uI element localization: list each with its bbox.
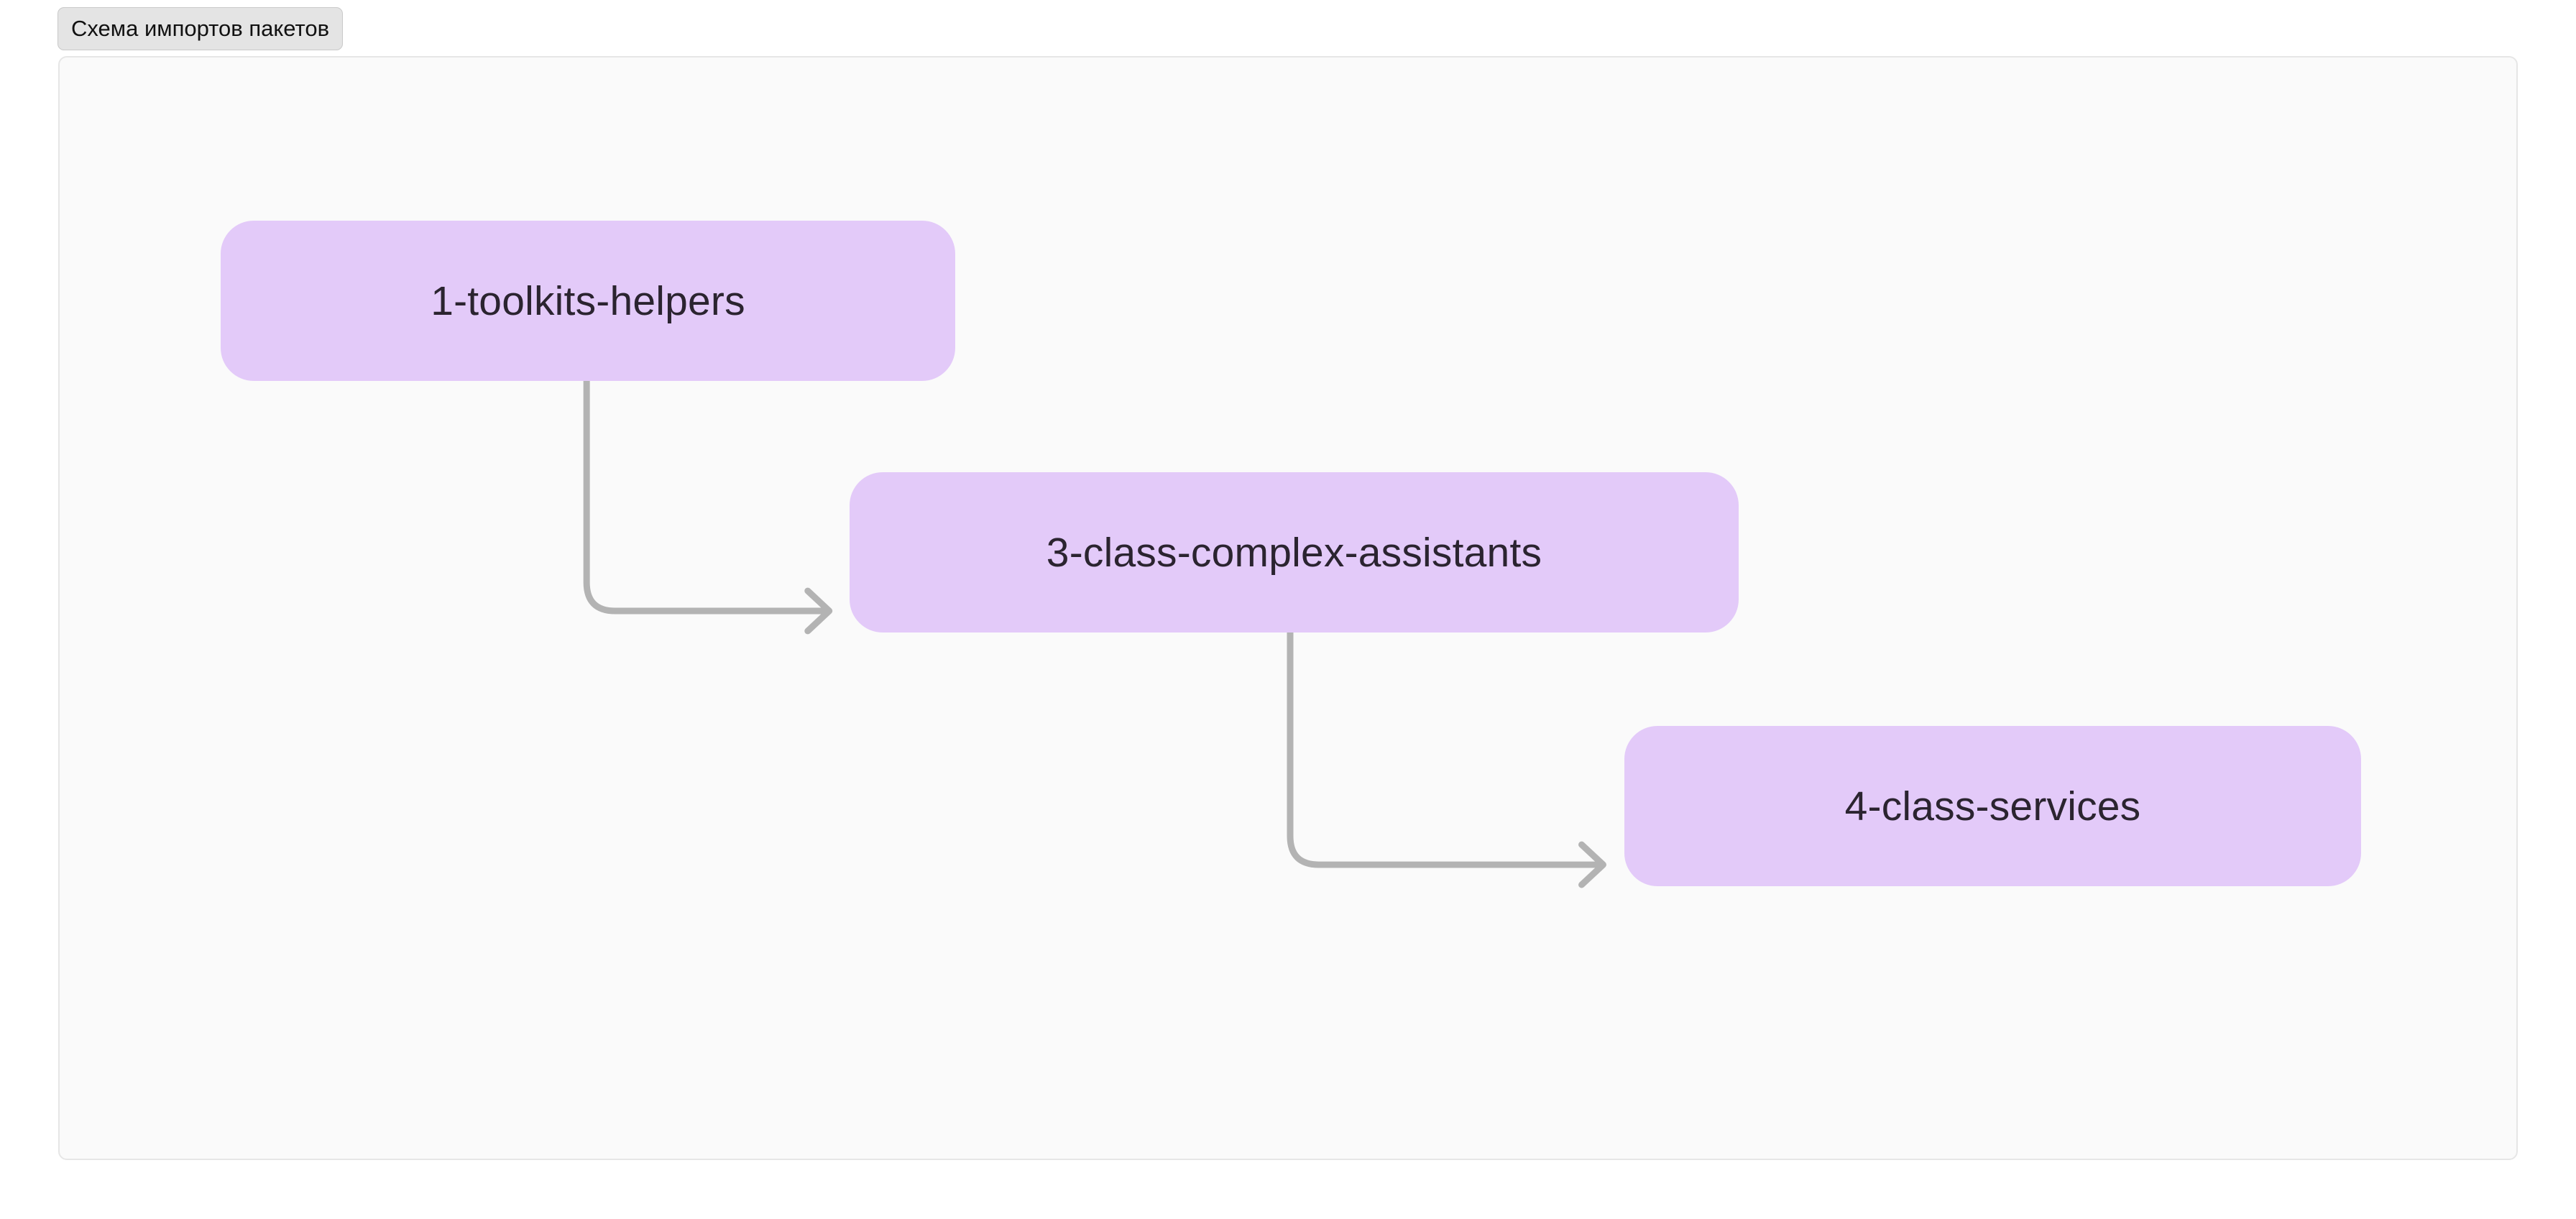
diagram-canvas[interactable]: 1-toolkits-helpers 3-class-complex-assis…: [58, 56, 2518, 1160]
arrowhead-icon: [804, 587, 833, 635]
tab-diagram-title[interactable]: Схема импортов пакетов: [58, 7, 344, 50]
node-label: 3-class-complex-assistants: [1046, 529, 1542, 576]
node-3-class-complex-assistants[interactable]: 3-class-complex-assistants: [850, 472, 1739, 632]
arrowhead-icon: [1578, 841, 1606, 888]
node-label: 4-class-services: [1844, 783, 2141, 829]
node-label: 1-toolkits-helpers: [431, 277, 745, 324]
edge-path: [1287, 627, 1605, 868]
node-1-toolkits-helpers[interactable]: 1-toolkits-helpers: [221, 221, 955, 381]
edge-toolkits-to-complex-assistants: [583, 377, 833, 635]
node-4-class-services[interactable]: 4-class-services: [1624, 726, 2361, 886]
edge-path: [583, 377, 832, 615]
tab-label: Схема импортов пакетов: [71, 16, 330, 41]
edge-complex-assistants-to-services: [1287, 627, 1606, 888]
